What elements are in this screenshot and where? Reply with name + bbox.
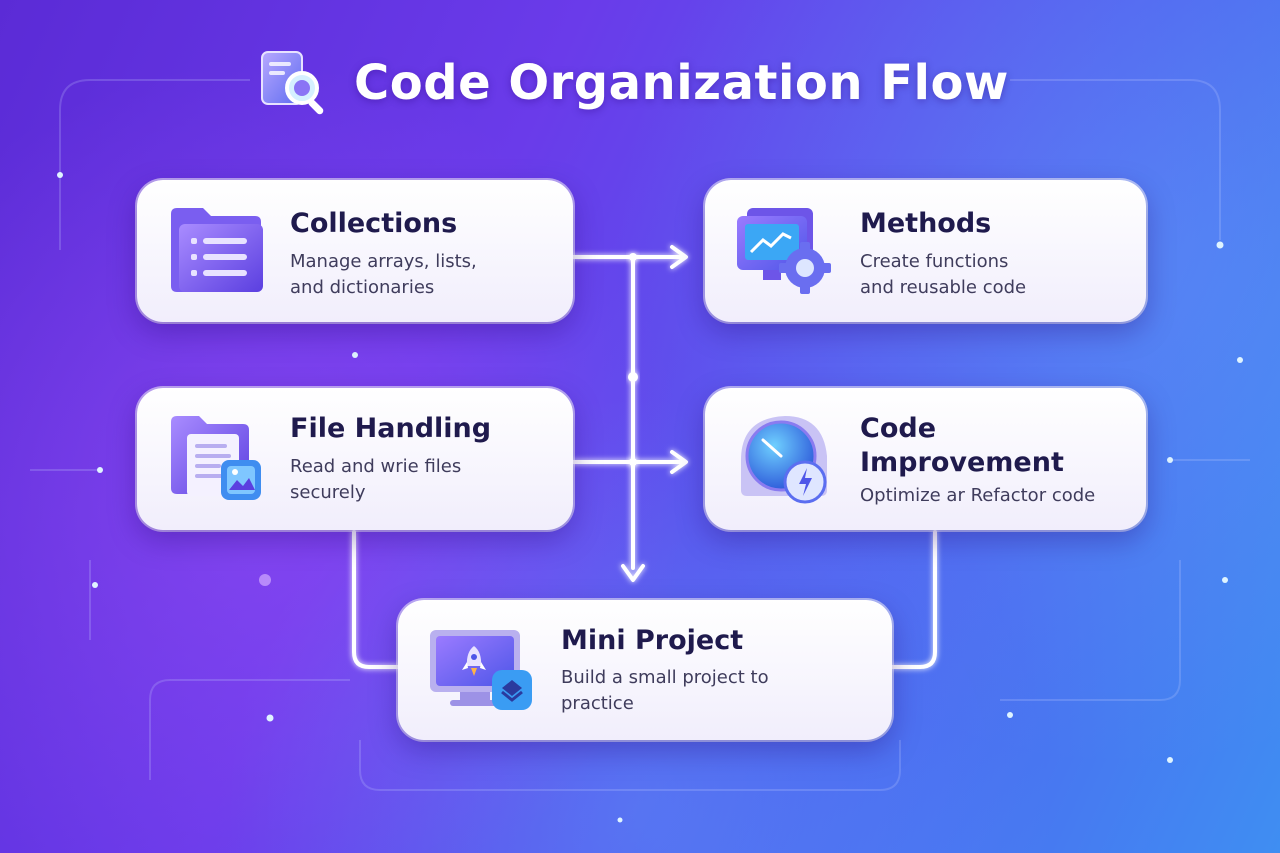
sparkle <box>352 352 358 358</box>
card-code-improvement[interactable]: Code Improvement Optimize ar Refactor co… <box>705 388 1146 530</box>
card-mini-project[interactable]: Mini Project Build a small project to pr… <box>398 600 892 740</box>
junction-dot <box>629 458 637 466</box>
card-description: Read and wrie files <box>290 456 462 477</box>
junction-dot <box>629 253 637 261</box>
sparkle <box>1167 757 1173 763</box>
folder-file-image-icon <box>171 416 261 500</box>
sparkle <box>1237 357 1243 363</box>
sparkle <box>266 714 274 722</box>
card-description: and reusable code <box>860 277 1027 298</box>
sparkle <box>92 582 98 588</box>
card-title: File Handling <box>290 413 492 444</box>
arrowhead-mini-project <box>621 564 645 582</box>
card-description: Create functions <box>860 251 1009 272</box>
folder-list-icon <box>171 208 263 292</box>
sparkle <box>1222 577 1228 583</box>
sparkle <box>1167 457 1173 463</box>
card-title: Code <box>860 413 937 444</box>
connector-file-to-project <box>352 530 400 669</box>
arrowhead-methods <box>670 245 688 269</box>
sparkle <box>1216 241 1224 249</box>
title-block: Code Organization Flow <box>258 46 1009 120</box>
card-description: Optimize ar Refactor code <box>860 485 1096 506</box>
document-search-icon <box>261 51 324 115</box>
card-title: Collections <box>290 208 458 239</box>
arrowhead-improvement <box>670 450 688 474</box>
card-title: Improvement <box>860 447 1064 478</box>
sparkle <box>57 172 63 178</box>
card-description: securely <box>290 482 366 503</box>
gauge-lightning-icon <box>741 416 827 504</box>
sparkle <box>1007 712 1013 718</box>
card-methods[interactable]: Methods Create functions and reusable co… <box>705 180 1146 322</box>
card-file-handling[interactable]: File Handling Read and wrie files secure… <box>137 388 573 530</box>
monitor-gear-icon <box>737 208 831 294</box>
junction-dot <box>628 372 638 382</box>
card-title: Methods <box>860 208 992 239</box>
page-title: Code Organization Flow <box>354 55 1009 111</box>
card-description: and dictionaries <box>290 277 435 298</box>
sparkle <box>97 467 103 473</box>
card-description: Manage arrays, lists, <box>290 251 477 272</box>
card-collections[interactable]: Collections Manage arrays, lists, and di… <box>137 180 573 322</box>
card-description: practice <box>561 693 634 714</box>
connector-improvement-to-project <box>890 530 937 669</box>
card-title: Mini Project <box>561 625 744 656</box>
card-description: Build a small project to <box>561 667 769 688</box>
sparkle <box>617 817 623 823</box>
monitor-rocket-icon <box>430 630 532 710</box>
sparkle <box>259 574 271 586</box>
